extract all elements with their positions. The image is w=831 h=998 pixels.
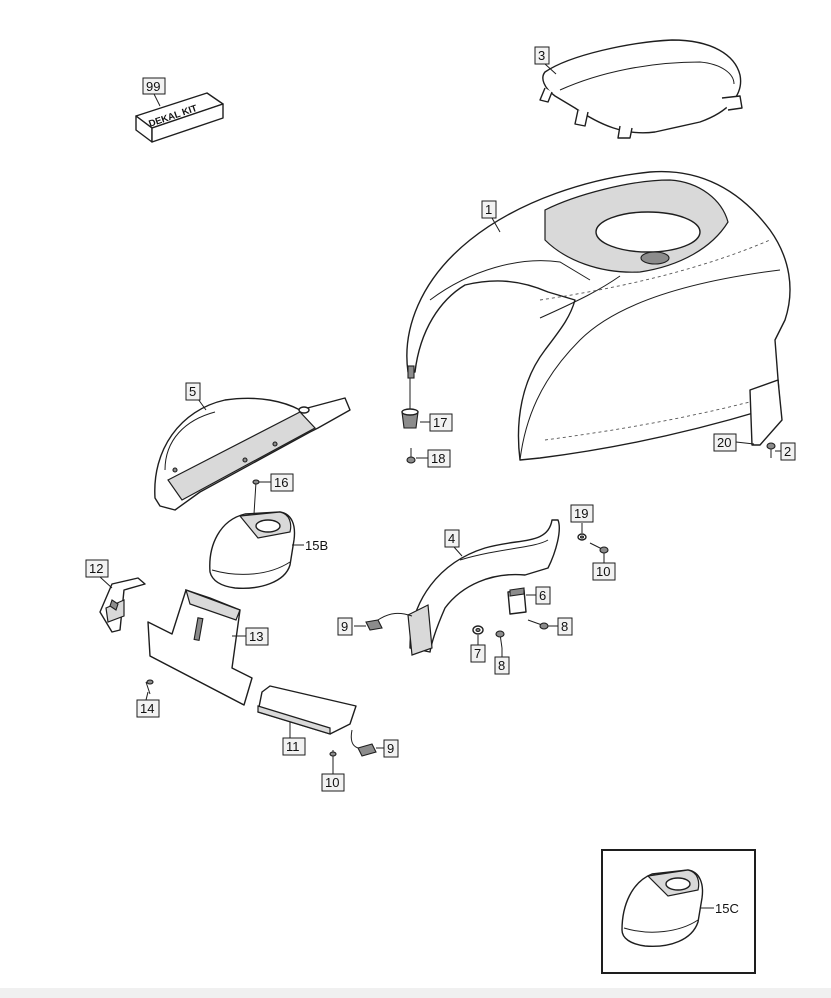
inset-15c	[601, 849, 756, 974]
pod-cover-15b-part	[209, 511, 296, 589]
callout-17[interactable]: 17	[429, 413, 453, 432]
washer-19-part	[577, 533, 587, 541]
callout-1[interactable]: 1	[481, 200, 497, 219]
callout-3-label: 3	[538, 48, 545, 63]
callout-19-label: 19	[574, 506, 588, 521]
hood-part	[406, 170, 791, 461]
footer-bar	[0, 988, 831, 998]
callout-10-right-label: 10	[596, 564, 610, 579]
screw-10-lower-part	[329, 750, 337, 764]
callout-13[interactable]: 13	[245, 627, 269, 646]
callout-10-lower-label: 10	[325, 775, 339, 790]
decal-kit-part: DEKAL KIT	[135, 92, 224, 143]
screw-10-right-part	[589, 542, 609, 554]
bolt-8-lower-part	[495, 630, 505, 649]
callout-3[interactable]: 3	[534, 46, 550, 65]
callout-15c[interactable]: 15C	[715, 901, 739, 916]
callout-8-right-label: 8	[561, 619, 568, 634]
callout-11[interactable]: 11	[282, 737, 306, 756]
right-fender-part	[407, 519, 560, 656]
callout-6-label: 6	[539, 588, 546, 603]
callout-16-label: 16	[274, 475, 288, 490]
callout-9-upper-label: 9	[341, 619, 348, 634]
callout-10-right[interactable]: 10	[592, 562, 616, 581]
top-cover-part	[539, 39, 743, 139]
clip-9-lower-part	[350, 729, 377, 757]
callout-14-label: 14	[140, 701, 154, 716]
left-fender-part	[154, 397, 351, 511]
callout-15b-label: 15B	[305, 538, 328, 553]
callout-14[interactable]: 14	[136, 699, 160, 718]
callout-99-label: 99	[146, 79, 160, 94]
callout-5-label: 5	[189, 384, 196, 399]
bolt-8-right-part	[527, 619, 549, 630]
callout-12[interactable]: 12	[85, 559, 109, 578]
washer-7-part	[472, 625, 484, 635]
callout-6[interactable]: 6	[535, 586, 551, 605]
callout-16[interactable]: 16	[270, 473, 294, 492]
callout-8-lower[interactable]: 8	[494, 656, 510, 675]
callout-2[interactable]: 2	[780, 442, 796, 461]
screw-14-part	[145, 679, 154, 695]
callout-20[interactable]: 20	[713, 433, 737, 452]
callout-2-label: 2	[784, 444, 791, 459]
callout-15c-label: 15C	[715, 901, 739, 916]
callout-9-upper[interactable]: 9	[337, 617, 353, 636]
callout-17-label: 17	[433, 415, 447, 430]
callout-11-label: 11	[286, 739, 300, 754]
callout-99[interactable]: 99	[142, 77, 166, 95]
front-panel-13-part	[147, 589, 253, 706]
callout-20-label: 20	[717, 435, 731, 450]
callout-8-right[interactable]: 8	[557, 617, 573, 636]
callout-18-label: 18	[431, 451, 445, 466]
strip-11-part	[257, 685, 357, 735]
bumper-part	[401, 408, 419, 429]
long-screw-part	[252, 479, 260, 515]
callout-4-label: 4	[448, 531, 455, 546]
callout-7-label: 7	[474, 646, 481, 661]
side-screw-part	[766, 442, 776, 458]
callout-1-label: 1	[485, 202, 492, 217]
callout-7[interactable]: 7	[470, 644, 486, 663]
callout-12-label: 12	[89, 561, 103, 576]
callout-10-lower[interactable]: 10	[321, 773, 345, 792]
callout-9-lower-label: 9	[387, 741, 394, 756]
callout-13-label: 13	[249, 629, 263, 644]
callout-4[interactable]: 4	[444, 529, 460, 548]
hood-screw-part	[406, 448, 416, 464]
callout-19[interactable]: 19	[570, 504, 594, 523]
callout-9-lower[interactable]: 9	[383, 739, 399, 758]
callout-15b[interactable]: 15B	[305, 538, 328, 553]
callout-18[interactable]: 18	[427, 449, 451, 468]
clip-9-upper-part	[365, 612, 413, 631]
bracket-part	[507, 587, 527, 615]
callout-5[interactable]: 5	[185, 382, 201, 401]
small-bracket-12-part	[99, 577, 146, 633]
callout-8-lower-label: 8	[498, 658, 505, 673]
